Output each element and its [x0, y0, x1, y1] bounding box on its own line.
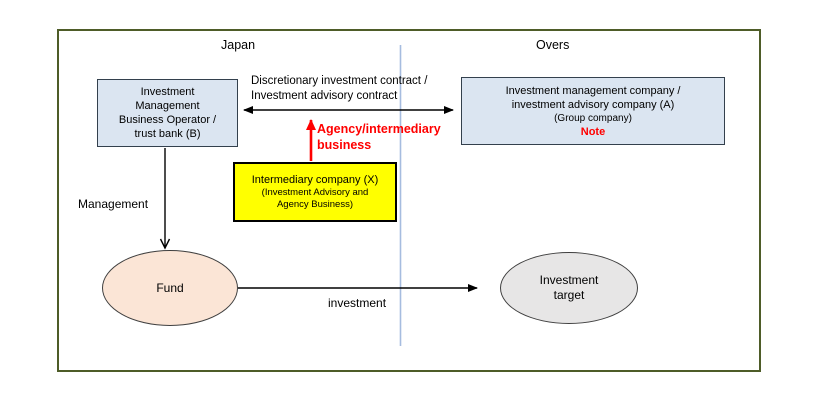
agency-label-line1: Agency/intermediary [317, 122, 441, 136]
operator-b-line3: Business Operator / [118, 114, 217, 126]
company-a-note: Note [580, 125, 606, 138]
node-fund: Fund [102, 250, 238, 326]
region-label-overseas: Overs [536, 38, 570, 52]
fund-label: Fund [156, 280, 184, 295]
company-a-line1: Investment management company / [505, 84, 681, 97]
diagram-frame [57, 29, 761, 372]
contract-arrow-label: Discretionary investment contract / Inve… [251, 74, 427, 104]
intermediary-x-subtitle-line2: Agency Business) [276, 199, 354, 210]
agency-label-line2: business [317, 137, 372, 152]
node-intermediary-x: Intermediary company (X) (Investment Adv… [233, 162, 397, 222]
intermediary-x-title: Intermediary company (X) [251, 174, 379, 186]
node-company-a: Investment management company / investme… [461, 77, 725, 145]
operator-b-line1: Investment [140, 86, 195, 98]
region-label-japan: Japan [221, 38, 256, 52]
investment-target-line1: Investment [539, 273, 599, 287]
investment-target-line2: target [553, 288, 585, 302]
contract-label-line1: Discretionary investment contract / [251, 75, 428, 87]
agency-arrow-label: Agency/intermediary business [317, 122, 441, 153]
contract-label-line2: Investment advisory contract [251, 90, 398, 102]
node-investment-target: Investment target [500, 252, 638, 324]
node-operator-b: Investment Management Business Operator … [97, 79, 238, 147]
intermediary-x-subtitle-line1: (Investment Advisory and [261, 187, 369, 198]
investment-arrow-label: investment [328, 296, 387, 310]
management-arrow-label: Management [78, 197, 149, 211]
company-a-line2: investment advisory company (A) [511, 98, 675, 111]
operator-b-line4: trust bank (B) [134, 128, 201, 140]
company-a-group-label: (Group company) [554, 112, 632, 124]
operator-b-line2: Management [135, 100, 200, 112]
